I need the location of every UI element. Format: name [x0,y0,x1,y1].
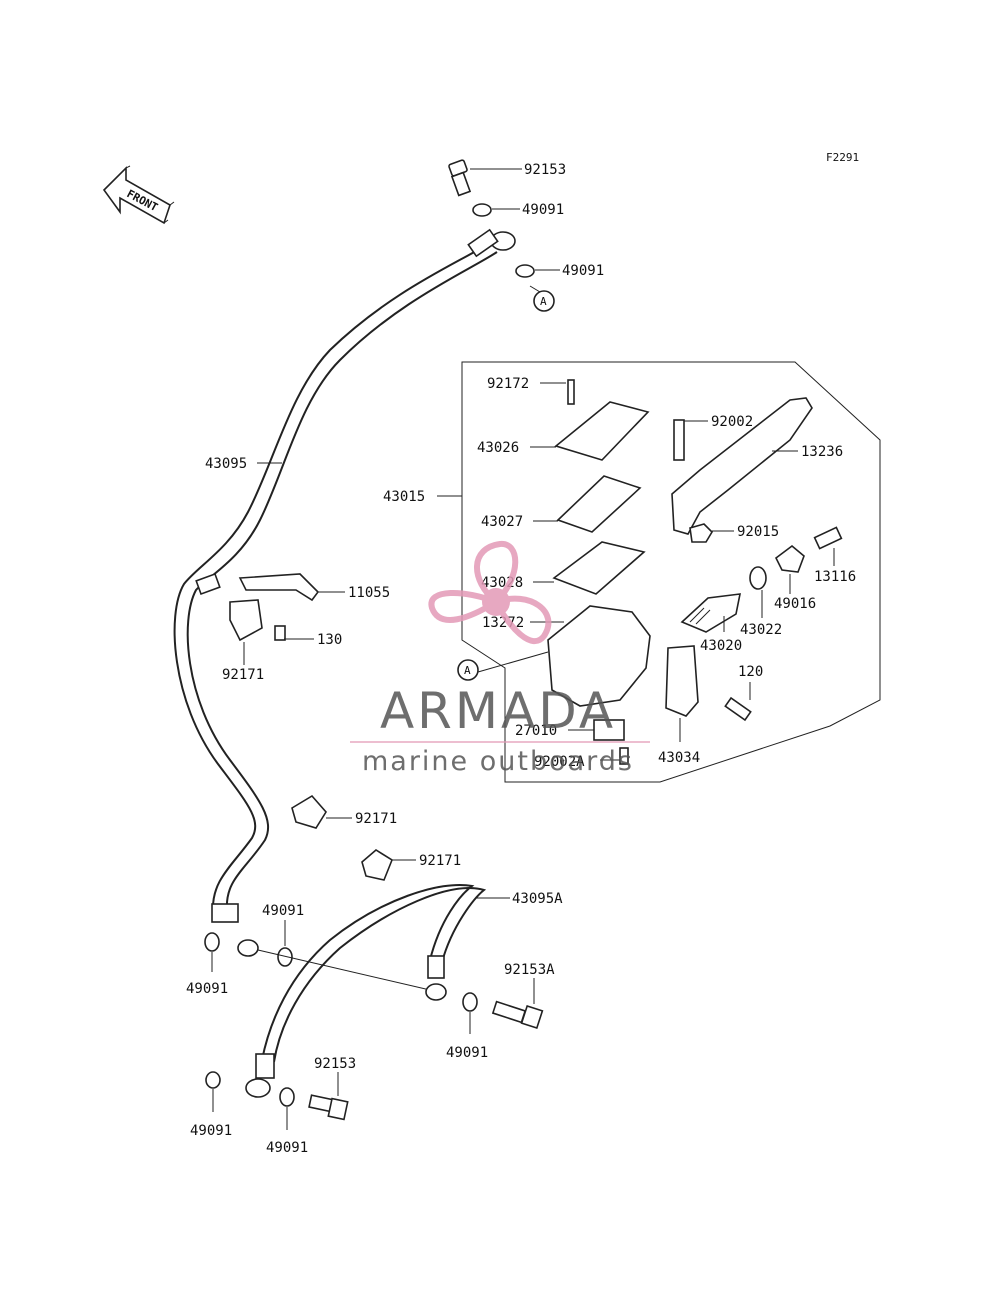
callout-a-top-label: A [540,295,547,308]
banjo-bolt-92153-bottom [308,1094,349,1121]
callout-a-top [533,290,555,312]
label-49091-g: 49091 [266,1140,308,1156]
banjo-fitting-mid [425,983,447,1001]
diaphragm-plate-43027 [556,475,642,533]
callout-a-lower [457,659,479,681]
armada-logo-icon [428,541,552,645]
banjo-fitting-bottom [245,1078,271,1098]
label-49091-e: 49091 [446,1045,488,1061]
brake-lever-13236 [671,397,813,535]
banjo-bolt-top [448,159,472,197]
switch-13116 [813,526,843,550]
label-92153A: 92153A [504,962,555,978]
reservoir-cap-43026 [554,401,650,461]
label-49091-b: 49091 [562,263,604,279]
washer-49091-e [462,992,478,1012]
washer-49091-b [515,264,535,278]
master-cylinder-body-13272 [547,605,651,707]
washer-49091-g [279,1087,295,1107]
label-49091-f: 49091 [190,1123,232,1139]
label-92002A: 92002A [534,754,585,770]
label-11055: 11055 [348,585,390,601]
label-43015: 43015 [383,489,425,505]
label-130: 130 [317,632,342,648]
callout-a-lower-label: A [464,664,471,677]
connection-line-junction [257,949,431,991]
watermark: ARMADA marine outboards [350,541,650,777]
label-43020: 43020 [700,638,742,654]
label-92171-b: 92171 [355,811,397,827]
brake-hose-43095 [173,228,499,923]
boot-49016 [774,544,805,573]
washer-49091-c [204,932,220,952]
label-13116: 13116 [814,569,856,585]
diaphragm-43028 [552,541,646,595]
label-43027: 43027 [481,514,523,530]
watermark-tagline: marine outboards [362,746,634,777]
bolt-120 [724,696,752,722]
washer-49091-f [205,1071,221,1089]
label-49016: 49016 [774,596,816,612]
label-92153-top: 92153 [524,162,566,178]
label-92172: 92172 [487,376,529,392]
bolt-130 [274,625,286,641]
hose-clamp-92171-a [229,599,263,642]
label-49091-a: 49091 [522,202,564,218]
screw-92002A [619,747,629,765]
circlip-43022 [749,566,767,590]
washer-49091-a [472,203,492,217]
banjo-fitting-left [237,939,259,957]
pivot-bolt-92002 [673,419,685,461]
label-92015: 92015 [737,524,779,540]
label-13236: 13236 [801,444,843,460]
label-120: 120 [738,664,763,680]
clamp-holder-43034 [665,645,699,717]
figure-code: F2291 [826,151,859,164]
brake-hose-43095A [255,884,487,1079]
hose-clamp-92171-c [361,849,393,881]
banjo-bolt-92153A [491,1000,544,1030]
label-49091-d: 49091 [262,903,304,919]
label-43022: 43022 [740,622,782,638]
label-92171-a: 92171 [222,667,264,683]
piston-kit-43020 [680,593,742,633]
label-43095A: 43095A [512,891,563,907]
leader-callout-a-top [529,285,541,293]
bracket-11055 [238,573,320,602]
label-43026: 43026 [477,440,519,456]
leader-callout-a-lower [477,651,549,673]
label-43034: 43034 [658,750,700,766]
label-92002: 92002 [711,414,753,430]
label-92171-c: 92171 [419,853,461,869]
watermark-brand: ARMADA [380,682,616,740]
hose-clamp-92171-b [291,794,327,829]
front-arrow-icon [102,165,175,225]
label-49091-c: 49091 [186,981,228,997]
washer-49091-d [277,947,293,967]
screw-92172 [567,379,575,405]
assembly-outline-43015 [461,361,881,783]
label-27010: 27010 [515,723,557,739]
label-92153-bottom: 92153 [314,1056,356,1072]
nut-92015 [689,523,714,543]
label-43095: 43095 [205,456,247,472]
